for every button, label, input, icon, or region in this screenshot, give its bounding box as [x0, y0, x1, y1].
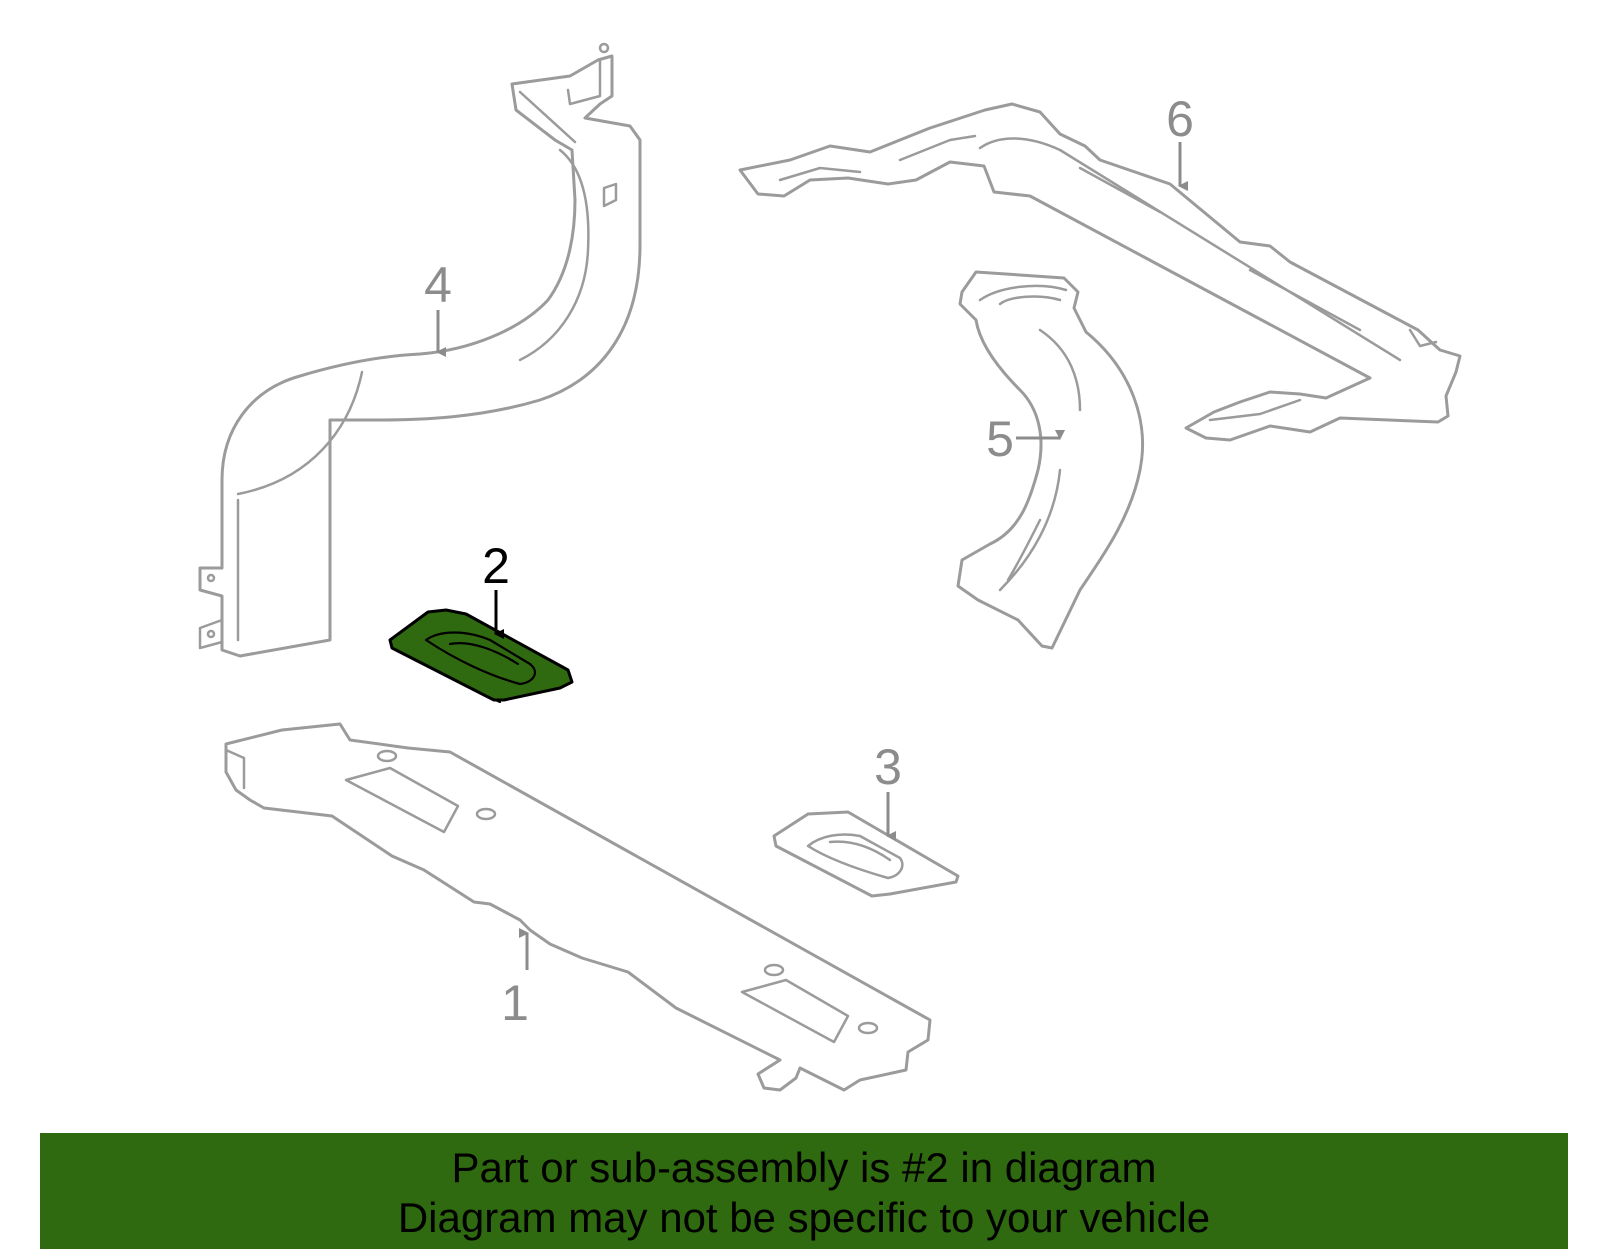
- part-5-duct: [956, 270, 1145, 650]
- callout-2-label: 2: [482, 538, 510, 594]
- banner-line-2: Diagram may not be specific to your vehi…: [397, 1194, 1211, 1241]
- info-banner: Part or sub-assembly is #2 in diagram Di…: [40, 1133, 1568, 1249]
- callout-2: 2: [482, 538, 510, 639]
- callout-4: 4: [424, 257, 452, 357]
- callout-3-label: 3: [874, 739, 902, 795]
- part-4-duct: [198, 42, 642, 658]
- part-1-panel: [224, 722, 932, 1092]
- part-2-vent-highlighted: [388, 608, 574, 704]
- callout-3: 3: [874, 739, 902, 841]
- part-3-vent: [772, 810, 960, 898]
- parts-diagram: 1 2 3 4 5 6: [198, 42, 1462, 1092]
- callout-5-label: 5: [986, 411, 1014, 467]
- callout-1-label: 1: [501, 975, 529, 1031]
- callout-6: 6: [1166, 91, 1194, 191]
- callout-4-label: 4: [424, 257, 452, 313]
- banner-line-1: Part or sub-assembly is #2 in diagram: [451, 1144, 1157, 1191]
- part-6-duct: [738, 102, 1462, 442]
- callout-6-label: 6: [1166, 91, 1194, 147]
- callout-1: 1: [501, 928, 529, 1031]
- callout-5: 5: [986, 411, 1065, 467]
